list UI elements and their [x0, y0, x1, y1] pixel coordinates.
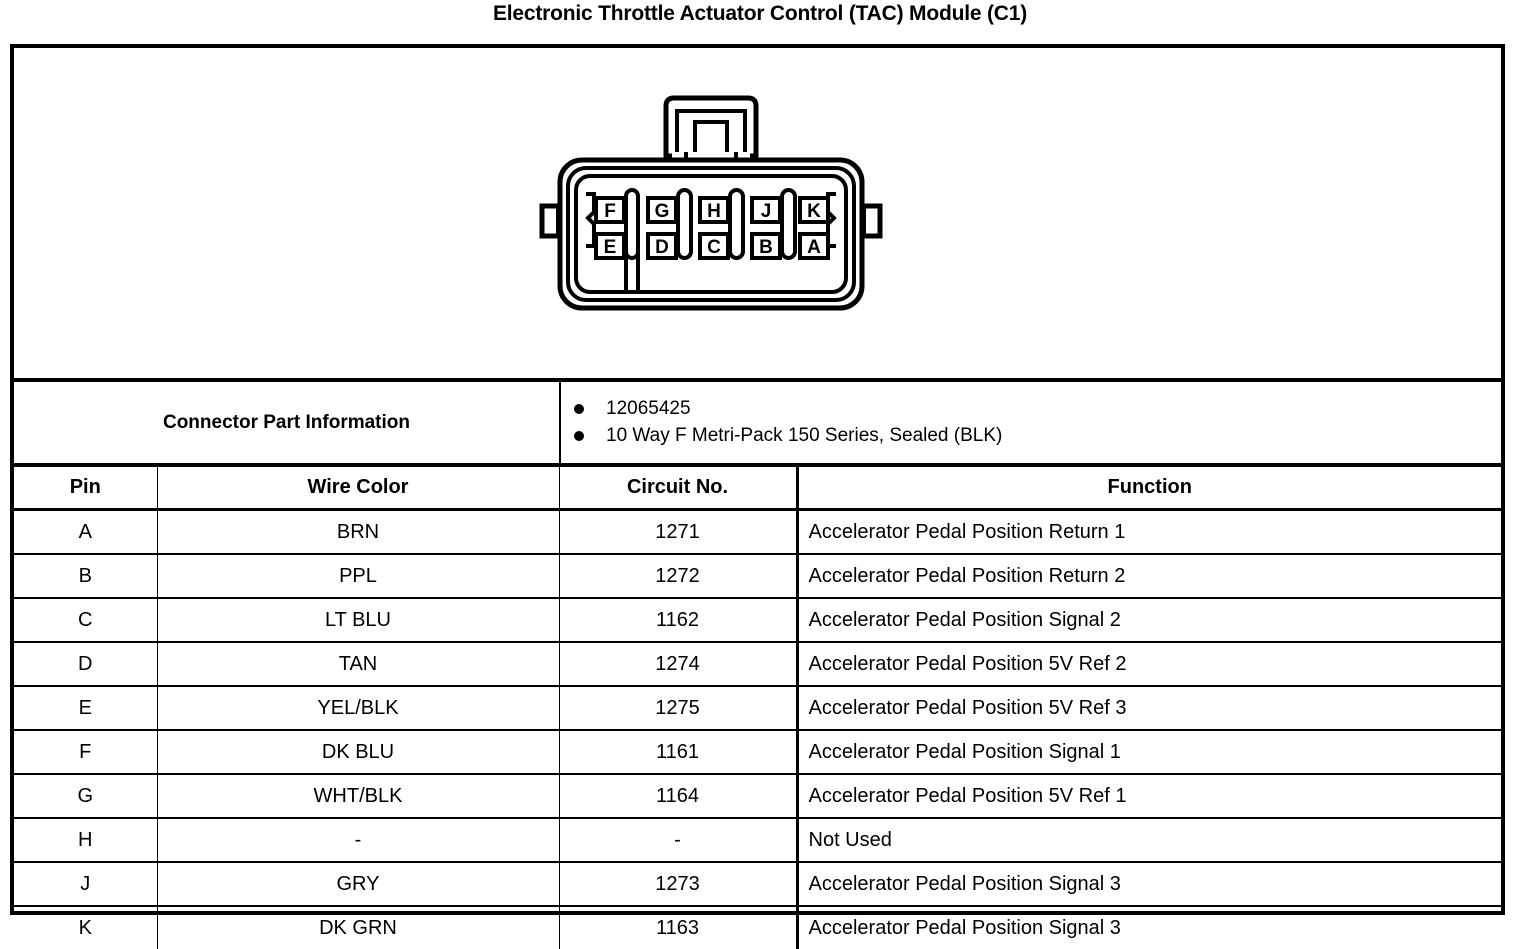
cell-wire-color: GRY [157, 862, 560, 907]
pin-cavity-C: C [698, 232, 730, 260]
part-number-text: 12065425 [606, 398, 691, 419]
cell-wire-color: LT BLU [157, 598, 560, 643]
connector-part-information-row: Connector Part Information 12065425 10 W… [14, 378, 1501, 463]
column-header-wire-color: Wire Color [157, 463, 560, 511]
cell-pin: G [14, 774, 158, 819]
cell-circuit-no: 1275 [559, 686, 799, 731]
pin-cavity-A: A [798, 232, 830, 260]
partinfo-column-divider [559, 382, 561, 463]
diagram-frame: F G H J K [10, 44, 1505, 949]
cell-wire-color: BRN [157, 509, 560, 555]
column-header-function: Function [797, 463, 1501, 511]
cell-pin: A [14, 509, 158, 555]
connector-diagram: F G H J K [539, 95, 883, 311]
pin-label-F: F [604, 201, 616, 222]
column-header-pin: Pin [14, 463, 158, 511]
cell-wire-color: - [157, 818, 560, 863]
table-header-row: Pin Wire Color Circuit No. Function [14, 463, 1501, 511]
pin-cavity-B: B [750, 232, 782, 260]
part-number-item: 12065425 [574, 398, 1474, 420]
cell-circuit-no: 1162 [559, 598, 799, 643]
table-row: H--Not Used [14, 818, 1501, 863]
pin-label-K: K [807, 201, 821, 222]
cell-wire-color: TAN [157, 642, 560, 687]
pin-label-C: C [707, 237, 721, 258]
connector-part-information-label: Connector Part Information [162, 411, 410, 433]
cell-pin: B [14, 554, 158, 599]
bullet-icon [574, 404, 584, 414]
pin-cavity-K: K [798, 196, 830, 224]
pin-label-E: E [604, 237, 617, 258]
cell-wire-color: PPL [157, 554, 560, 599]
cell-wire-color: YEL/BLK [157, 686, 560, 731]
cell-function: Not Used [797, 818, 1501, 863]
page-title: Electronic Throttle Actuator Control (TA… [492, 2, 1027, 25]
cell-pin: F [14, 730, 158, 775]
part-description-item: 10 Way F Metri-Pack 150 Series, Sealed (… [574, 425, 1474, 447]
cell-function: Accelerator Pedal Position Signal 1 [797, 730, 1501, 775]
pin-cavity-G: G [646, 196, 678, 224]
pin-label-G: G [655, 201, 670, 222]
bullet-icon [574, 431, 584, 441]
cell-wire-color: WHT/BLK [157, 774, 560, 819]
connector-pin-row-bottom: E D C B A [594, 232, 830, 260]
cell-pin: E [14, 686, 158, 731]
cell-function: Accelerator Pedal Position 5V Ref 3 [797, 686, 1501, 731]
pin-cavity-H: H [698, 196, 730, 224]
pin-label-D: D [655, 237, 669, 258]
cell-pin: H [14, 818, 158, 863]
pin-label-J: J [761, 201, 772, 222]
column-header-circuit-no: Circuit No. [559, 463, 799, 511]
cell-pin: D [14, 642, 158, 687]
connector-part-information-list: 12065425 10 Way F Metri-Pack 150 Series,… [574, 382, 1474, 463]
cell-function: Accelerator Pedal Position Signal 2 [797, 598, 1501, 643]
cell-circuit-no: 1273 [559, 862, 799, 907]
cell-wire-color: DK BLU [157, 730, 560, 775]
connector-top-latch-tab [663, 95, 759, 164]
cell-circuit-no: 1274 [559, 642, 799, 687]
pin-cavity-D: D [646, 232, 678, 260]
connector-pin-row-top: F G H J K [594, 196, 830, 224]
cell-function: Accelerator Pedal Position Return 1 [797, 509, 1501, 555]
pin-label-B: B [759, 237, 773, 258]
cell-circuit-no: 1272 [559, 554, 799, 599]
cell-circuit-no: - [559, 818, 799, 863]
pin-label-H: H [707, 201, 721, 222]
cell-pin: J [14, 862, 158, 907]
cell-function: Accelerator Pedal Position 5V Ref 1 [797, 774, 1501, 819]
cell-circuit-no: 1161 [559, 730, 799, 775]
pin-cavity-J: J [750, 196, 782, 224]
cell-circuit-no: 1164 [559, 774, 799, 819]
pin-cavity-F: F [594, 196, 626, 224]
cell-function: Accelerator Pedal Position Signal 3 [797, 862, 1501, 907]
pin-label-A: A [807, 237, 821, 258]
connector-illustration-panel: F G H J K [14, 48, 1501, 378]
pin-cavity-E: E [594, 232, 626, 260]
cell-circuit-no: 1271 [559, 509, 799, 555]
part-description-text: 10 Way F Metri-Pack 150 Series, Sealed (… [606, 425, 1003, 446]
cell-function: Accelerator Pedal Position 5V Ref 2 [797, 642, 1501, 687]
cell-pin: C [14, 598, 158, 643]
cell-function: Accelerator Pedal Position Return 2 [797, 554, 1501, 599]
